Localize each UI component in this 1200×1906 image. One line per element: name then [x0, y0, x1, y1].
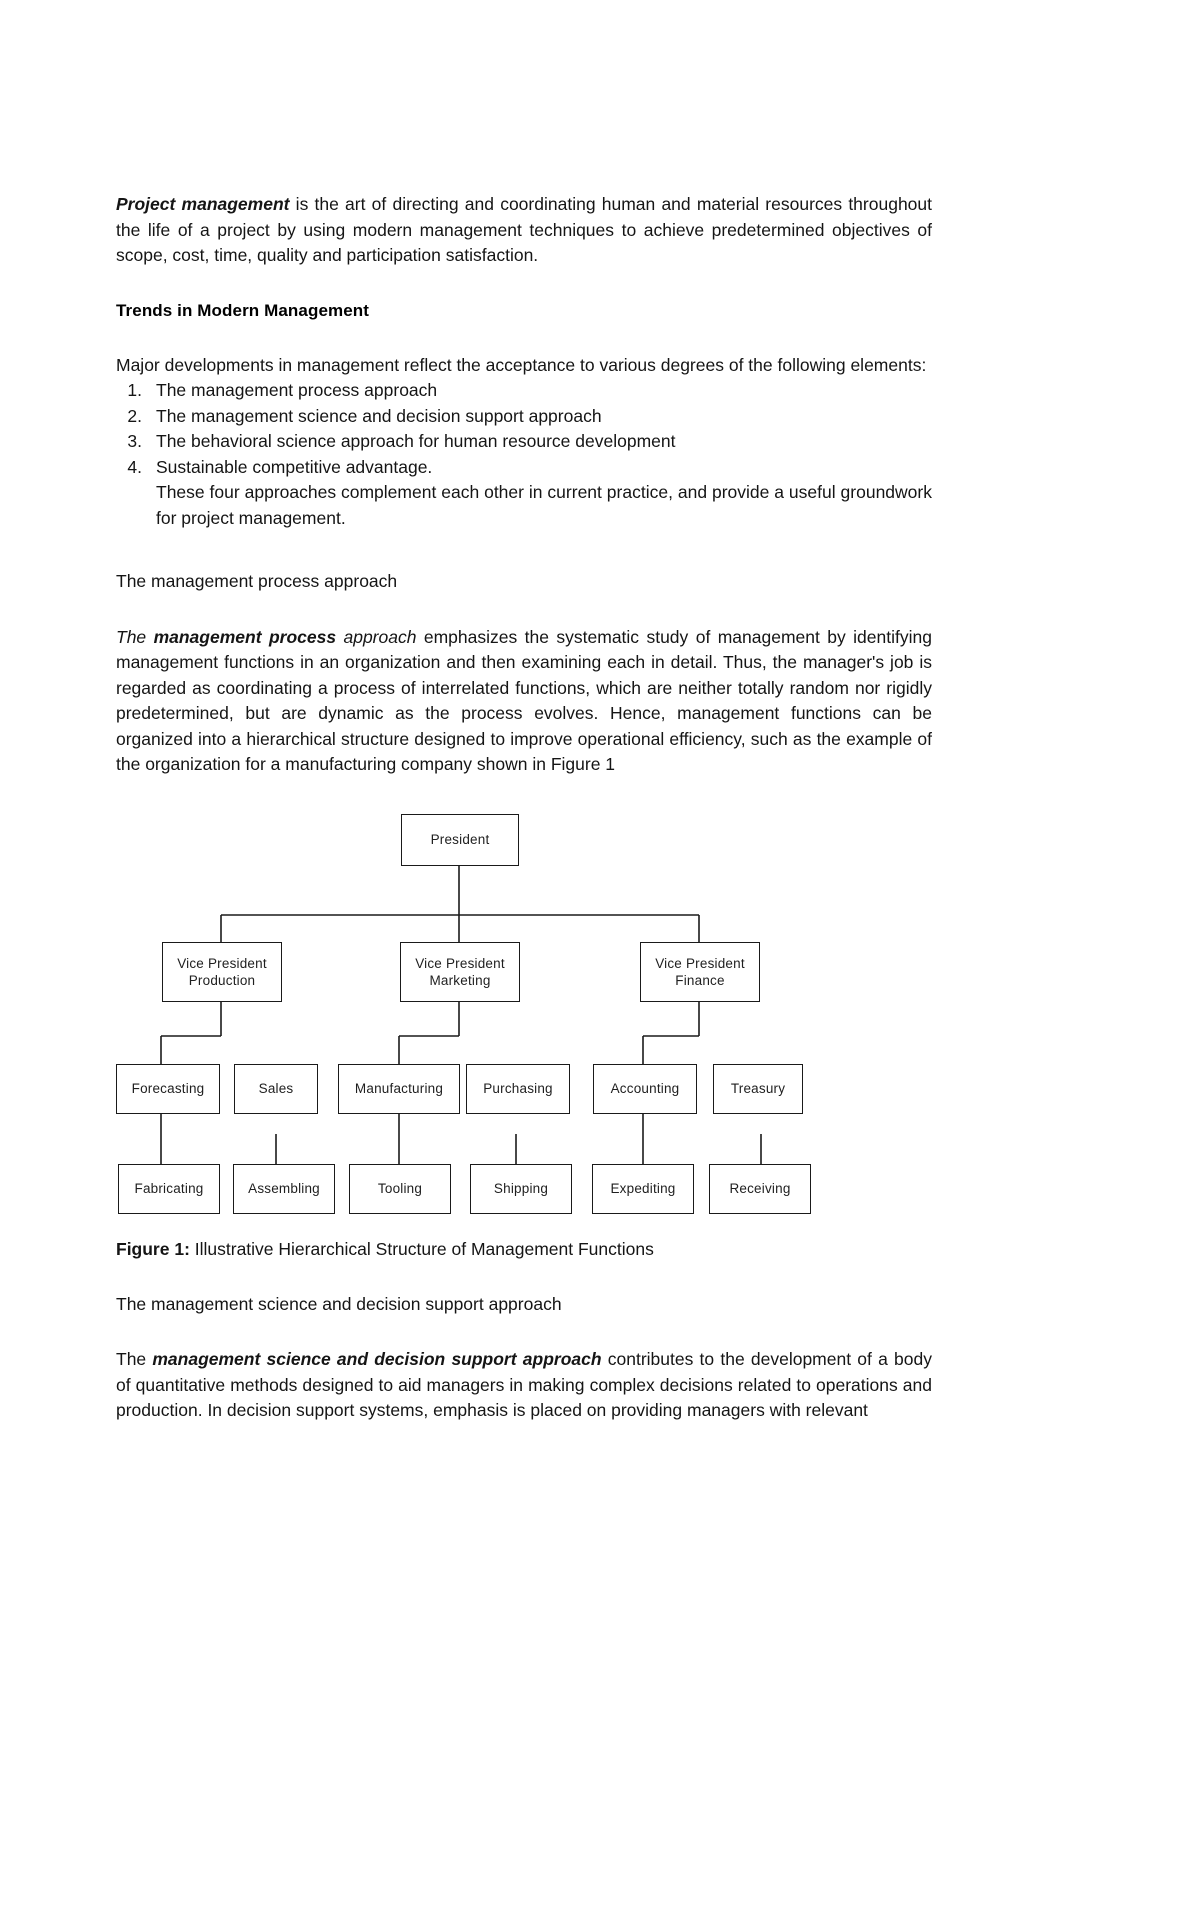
- org-node-label: Accounting: [610, 1081, 680, 1096]
- intro-paragraph: Project management is the art of directi…: [116, 192, 932, 269]
- science-lead-term: management science and decision support …: [152, 1349, 602, 1369]
- science-approach-paragraph: The management science and decision supp…: [116, 1347, 932, 1424]
- org-node-label: Forecasting: [131, 1081, 205, 1096]
- list-item-label: The management process approach: [156, 380, 438, 400]
- figure-caption-text: Illustrative Hierarchical Structure of M…: [189, 1238, 654, 1259]
- list-item-label: Sustainable competitive advantage.: [156, 456, 433, 477]
- org-chart-figure: President Vice President Production Vice…: [116, 804, 932, 1219]
- org-node-label: Tooling: [377, 1181, 423, 1196]
- list-item: 4. Sustainable competitive advantage.: [116, 455, 932, 481]
- org-node-accounting: Accounting: [593, 1063, 697, 1114]
- org-node-manufacturing: Manufacturing: [338, 1063, 460, 1114]
- intro-lead-term: Project management: [116, 194, 290, 214]
- org-node-fabricating: Fabricating: [118, 1163, 220, 1214]
- org-node-label-line2: Production: [188, 972, 256, 988]
- org-node-label: Purchasing: [483, 1081, 553, 1096]
- spacer: [116, 595, 932, 625]
- org-node-label: Shipping: [493, 1181, 549, 1196]
- org-chart-connectors: [160, 865, 762, 1164]
- spacer: [116, 531, 932, 569]
- figure-caption-label: Figure 1:: [116, 1238, 190, 1259]
- org-node-label-line2: Finance: [675, 972, 725, 988]
- org-node-label: President: [430, 832, 490, 847]
- subheading-process-approach: The management process approach: [116, 571, 398, 591]
- list-item-label: The management science and decision supp…: [156, 405, 602, 426]
- org-node-expediting: Expediting: [592, 1163, 694, 1214]
- trends-list: 1. The management process approach 2. The …: [116, 378, 932, 480]
- org-node-label: Assembling: [248, 1181, 320, 1196]
- list-item: 2. The management science and decision su…: [116, 404, 932, 430]
- org-node-forecasting: Forecasting: [116, 1063, 220, 1114]
- org-node-shipping: Shipping: [470, 1163, 572, 1214]
- org-node-assembling: Assembling: [233, 1163, 335, 1214]
- list-intro-paragraph: Major developments in management reflect…: [116, 354, 927, 375]
- document-content: Project management is the art of directi…: [116, 192, 932, 1424]
- org-node-receiving: Receiving: [709, 1163, 811, 1214]
- subheading-science-approach: The management science and decision supp…: [116, 1293, 562, 1314]
- org-node-vp-production: Vice President Production: [162, 941, 282, 1002]
- list-item-number: 3.: [127, 431, 142, 451]
- org-node-tooling: Tooling: [349, 1163, 451, 1214]
- spacer: [116, 269, 932, 299]
- section-heading-trends: Trends in Modern Management: [116, 300, 370, 320]
- process-lead-the: The: [116, 626, 154, 647]
- org-node-label: Expediting: [610, 1181, 676, 1196]
- spacer: [116, 1262, 932, 1292]
- list-tail-paragraph: These four approaches complement each ot…: [156, 482, 932, 528]
- org-node-label: Sales: [258, 1081, 294, 1096]
- spacer: [116, 323, 932, 353]
- list-item-label: The behavioral science approach for huma…: [156, 431, 676, 451]
- process-paragraph-text: emphasizes the systematic study of manag…: [116, 626, 932, 775]
- org-node-label-line1: Vice President: [177, 955, 267, 971]
- org-node-treasury: Treasury: [713, 1063, 803, 1114]
- org-node-purchasing: Purchasing: [466, 1063, 570, 1114]
- intro-paragraph-text: is the art of directing and coordinating…: [116, 194, 933, 265]
- org-node-label-line1: Vice President: [415, 955, 505, 971]
- list-item: 3. The behavioral science approach for hu…: [116, 429, 932, 455]
- process-approach-paragraph: The management process approach emphasiz…: [116, 625, 932, 778]
- list-item: 1. The management process approach: [116, 378, 932, 404]
- org-node-label-line2: Marketing: [429, 972, 491, 988]
- org-node-president: President: [401, 813, 519, 866]
- process-lead-approach: approach: [336, 626, 417, 647]
- org-node-label: Manufacturing: [354, 1081, 444, 1096]
- org-node-label: Fabricating: [134, 1181, 204, 1196]
- science-paragraph-text: contributes to the development of a body…: [116, 1349, 932, 1420]
- science-lead-the: The: [116, 1349, 153, 1369]
- list-item-number: 1.: [127, 380, 142, 400]
- figure-caption: Figure 1: Illustrative Hierarchical Stru…: [116, 1237, 932, 1262]
- org-node-vp-finance: Vice President Finance: [640, 941, 760, 1002]
- spacer: [116, 1317, 932, 1347]
- process-lead-term: management process: [153, 626, 337, 647]
- org-node-label-line1: Vice President: [655, 955, 745, 971]
- org-node-sales: Sales: [234, 1063, 318, 1114]
- org-node-label: Receiving: [729, 1181, 791, 1196]
- org-node-vp-marketing: Vice President Marketing: [400, 941, 520, 1002]
- list-item-number: 2.: [127, 405, 142, 426]
- org-node-label: Treasury: [730, 1081, 786, 1096]
- list-item-number: 4.: [127, 456, 142, 477]
